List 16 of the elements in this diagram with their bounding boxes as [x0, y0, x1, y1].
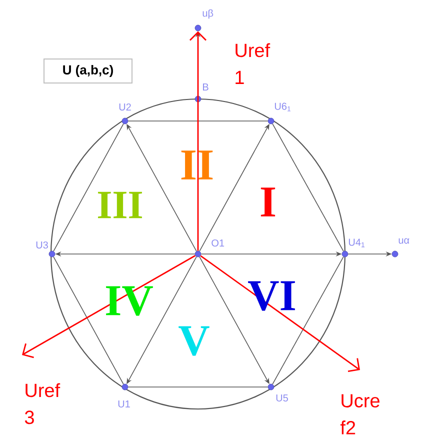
- reference-label: Ucre f2: [340, 394, 380, 434]
- sector-numeral: III: [98, 192, 142, 218]
- reference-label: Uref 1: [236, 43, 270, 84]
- sector-numeral: V: [178, 326, 210, 356]
- line: [272, 256, 344, 385]
- reference-label: Uref 3: [24, 383, 60, 424]
- line: [128, 120, 268, 122]
- formula-box: U (a,b,c): [44, 58, 132, 84]
- sector-numeral: IV: [106, 286, 153, 316]
- arrow: [200, 255, 360, 372]
- line: [53, 123, 124, 252]
- line: [128, 386, 268, 388]
- sector-numeral: I: [260, 188, 276, 216]
- line: [53, 256, 124, 385]
- arrow: [22, 254, 196, 358]
- line: [272, 123, 344, 252]
